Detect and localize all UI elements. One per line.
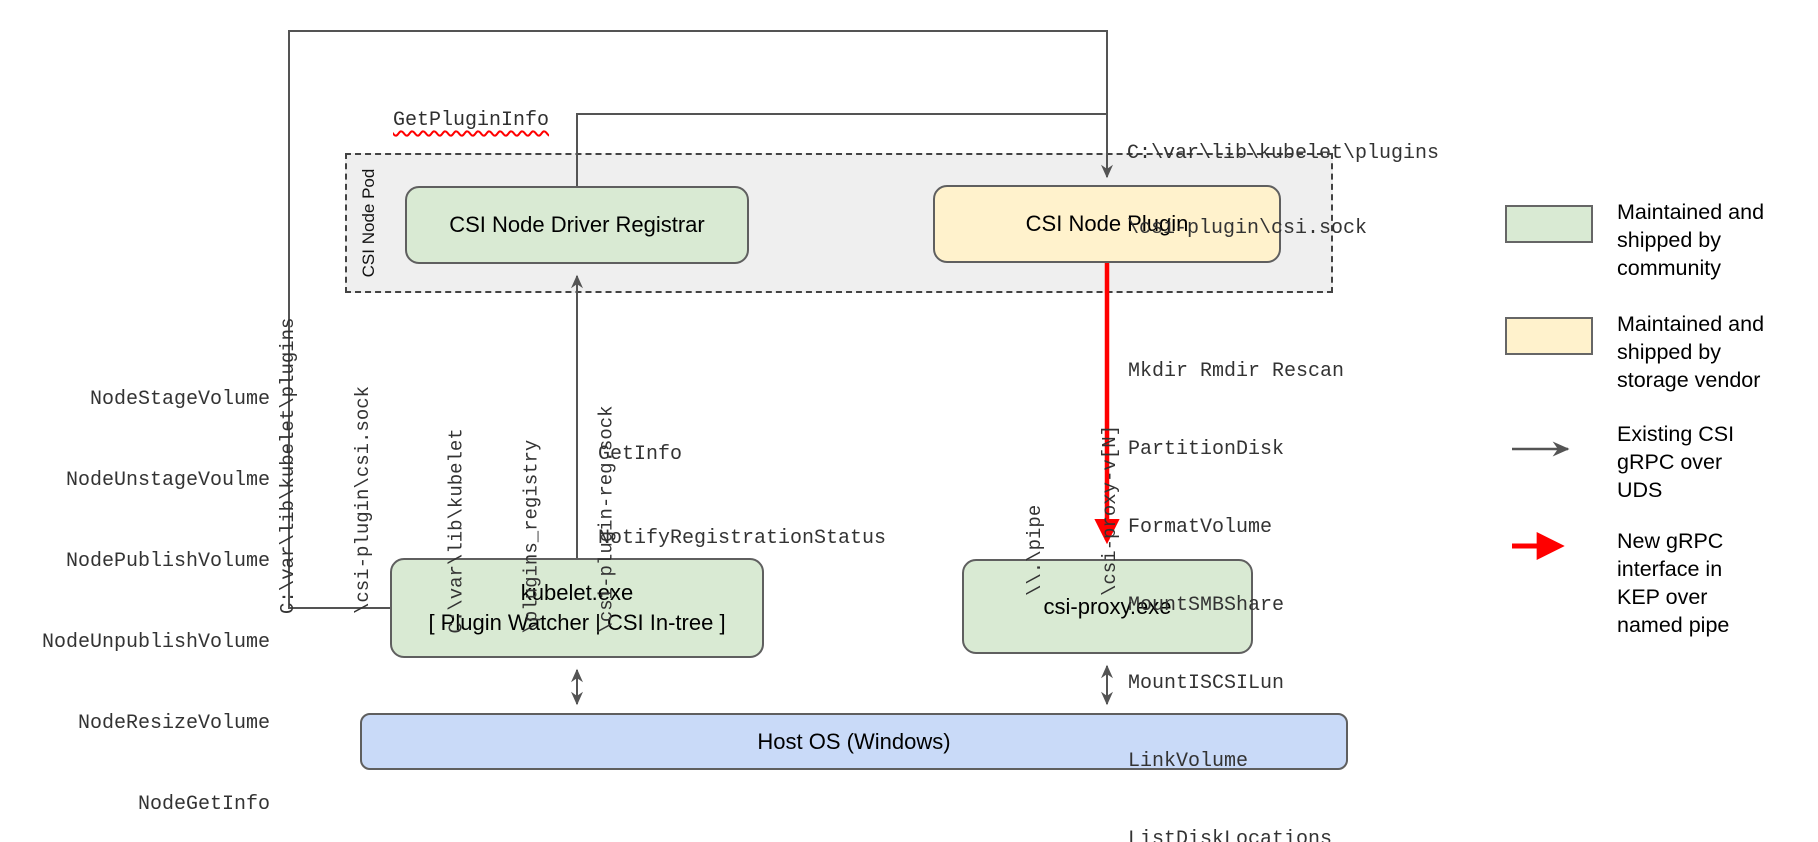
- proxy-op-item: ListDiskLocations: [1128, 828, 1333, 842]
- legend-vendor-text: Maintained and shipped by storage vendor: [1617, 312, 1765, 392]
- node-rpc-item: NodeUnstageVoulme: [65, 469, 270, 492]
- plugin-csi-sock-path-label: C:\var\lib\kubelet\plugins \csi-plugin\c…: [1127, 142, 1440, 240]
- proxy-op-item: Mkdir Rmdir Rescan: [1128, 360, 1345, 383]
- node-rpc-item: NodePublishVolume: [65, 550, 270, 573]
- legend-community-swatch: [1505, 205, 1593, 243]
- kubelet-node-rpc-list: NodeStageVolume NodeUnstageVoulme NodePu…: [30, 332, 270, 842]
- legend-vendor-swatch: [1505, 317, 1593, 355]
- csi-proxy-box: csi-proxy.exe: [962, 559, 1253, 654]
- kubelet-to-plugin-connector: [288, 30, 1113, 609]
- node-rpc-item: NodeStageVolume: [89, 388, 270, 411]
- registration-calls-label: GetInfo NotifyRegistrationStatus: [598, 443, 887, 550]
- csi-proxy-label: csi-proxy.exe: [1043, 593, 1172, 619]
- getplugininfo-label: GetPluginInfo: [393, 109, 550, 132]
- proxy-op-item: FormatVolume: [1128, 516, 1273, 539]
- plugin-label: CSI Node Plugin: [1025, 211, 1189, 236]
- csi-node-pod-label: CSI Node Pod: [359, 168, 378, 278]
- csi-node-driver-registrar-box: CSI Node Driver Registrar: [405, 186, 749, 264]
- csi-node-plugin-box: CSI Node Plugin: [933, 185, 1281, 263]
- proxy-op-item: LinkVolume: [1128, 750, 1249, 773]
- node-rpc-item: NodeResizeVolume: [77, 712, 270, 735]
- node-rpc-item: NodeGetInfo: [137, 793, 270, 816]
- legend-named-pipe-text: New gRPC interface in KEP over named pip…: [1617, 529, 1730, 637]
- kubelet-label-line2: [ Plugin Watcher | CSI In-tree ]: [428, 610, 726, 635]
- host-os-label: Host OS (Windows): [757, 728, 951, 754]
- registrar-getplugininfo-connector: [576, 113, 1107, 186]
- kubelet-label-line1: kubelet.exe: [520, 580, 634, 605]
- legend-community-text: Maintained and shipped by community: [1617, 200, 1765, 280]
- node-rpc-item: NodeUnpublishVolume: [41, 631, 270, 654]
- csi-proxy-operations-list: Mkdir Rmdir Rescan PartitionDisk FormatV…: [1128, 307, 1344, 842]
- proxy-op-item: PartitionDisk: [1128, 438, 1285, 461]
- proxy-op-item: MountSMBShare: [1128, 594, 1285, 617]
- proxy-op-item: MountISCSILun: [1128, 672, 1285, 695]
- registrar-label: CSI Node Driver Registrar: [449, 212, 705, 237]
- legend-uds-text: Existing CSI gRPC over UDS: [1617, 422, 1735, 502]
- kubelet-box: kubelet.exe [ Plugin Watcher | CSI In-tr…: [390, 558, 764, 658]
- host-os-box: Host OS (Windows): [360, 713, 1348, 770]
